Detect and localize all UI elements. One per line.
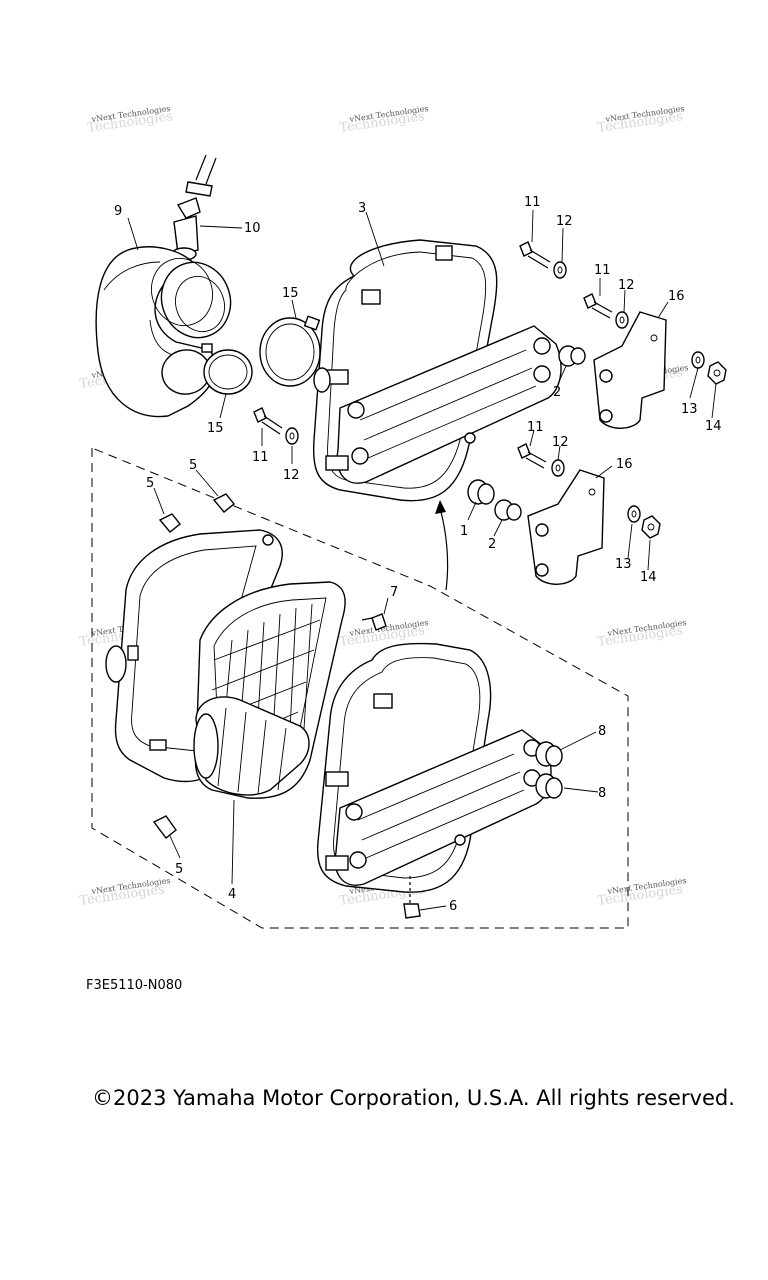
callout-12: 12: [618, 278, 635, 293]
air-filter-element-part-4: [193, 581, 346, 799]
screw-part-7: [361, 613, 387, 631]
grommet-part-8-a: [535, 741, 563, 767]
clip-part-5-a: [158, 513, 181, 533]
hose-clamp-part-15-upper: [259, 315, 321, 387]
washer-part-12-b: [615, 311, 629, 329]
callout-14: 14: [705, 419, 722, 434]
callout-6: 6: [449, 899, 457, 914]
callout-11: 11: [594, 263, 611, 278]
callout-10: 10: [244, 221, 261, 236]
air-box-case-part-3: [312, 239, 562, 502]
callout-12: 12: [556, 214, 573, 229]
intake-duct-part-9: [95, 246, 232, 418]
diagram-code: F3E5110-N080: [86, 978, 183, 993]
callout-5: 5: [175, 862, 183, 877]
callout-11: 11: [527, 420, 544, 435]
callout-5: 5: [146, 476, 154, 491]
nut-part-14-b: [641, 515, 661, 539]
washer-part-13-a: [691, 351, 705, 369]
callout-7: 7: [390, 585, 398, 600]
bolt-part-11-b: [583, 293, 613, 319]
callout-2: 2: [488, 537, 496, 552]
callout-1: 1: [460, 524, 468, 539]
callout-12: 12: [283, 468, 300, 483]
callout-16: 16: [668, 289, 685, 304]
assembly-boundary: [91, 447, 629, 929]
callout-5: 5: [189, 458, 197, 473]
copyright-notice: ©2023 Yamaha Motor Corporation, U.S.A. A…: [92, 1086, 735, 1110]
collar-part-2-a: [558, 345, 586, 367]
callout-11: 11: [524, 195, 541, 210]
callout-11: 11: [252, 450, 269, 465]
callout-12: 12: [552, 435, 569, 450]
clip-part-5-c: [152, 815, 177, 839]
hose-clamp-part-15-lower: [201, 343, 253, 395]
callout-3: 3: [358, 201, 366, 216]
grommet-part-8-b: [535, 773, 563, 799]
washer-part-12-d: [551, 459, 565, 477]
drain-plug-part-6: [403, 876, 421, 919]
callout-9: 9: [114, 204, 122, 219]
assembly-arrow: [435, 500, 449, 591]
washer-part-12-a: [553, 261, 567, 279]
callout-16: 16: [616, 457, 633, 472]
callout-14: 14: [640, 570, 657, 585]
callout-13: 13: [615, 557, 632, 572]
breather-fitting-part-10: [171, 154, 217, 261]
collar-part-2-b: [494, 499, 522, 521]
grommet-part-1: [467, 479, 495, 505]
bracket-part-16-lower: [527, 469, 605, 585]
bracket-part-16-upper: [593, 311, 667, 429]
bolt-part-11-c: [253, 407, 283, 435]
washer-part-12-c: [285, 427, 299, 445]
callouts: 9 10 3 11 12 11 12 16 15 2 13 14 15 11 1…: [114, 195, 722, 914]
washer-part-13-b: [627, 505, 641, 523]
air-box-cover: [316, 642, 552, 893]
callout-8: 8: [598, 724, 606, 739]
nut-part-14-a: [707, 361, 727, 385]
callout-4: 4: [228, 887, 236, 902]
callout-15: 15: [207, 421, 224, 436]
bolt-part-11-a: [519, 241, 551, 269]
bolt-part-11-d: [517, 443, 547, 469]
callout-13: 13: [681, 402, 698, 417]
callout-15: 15: [282, 286, 299, 301]
clip-part-5-b: [212, 493, 235, 513]
leader-lines: [127, 209, 717, 911]
callout-2: 2: [553, 385, 561, 400]
callout-8: 8: [598, 786, 606, 801]
